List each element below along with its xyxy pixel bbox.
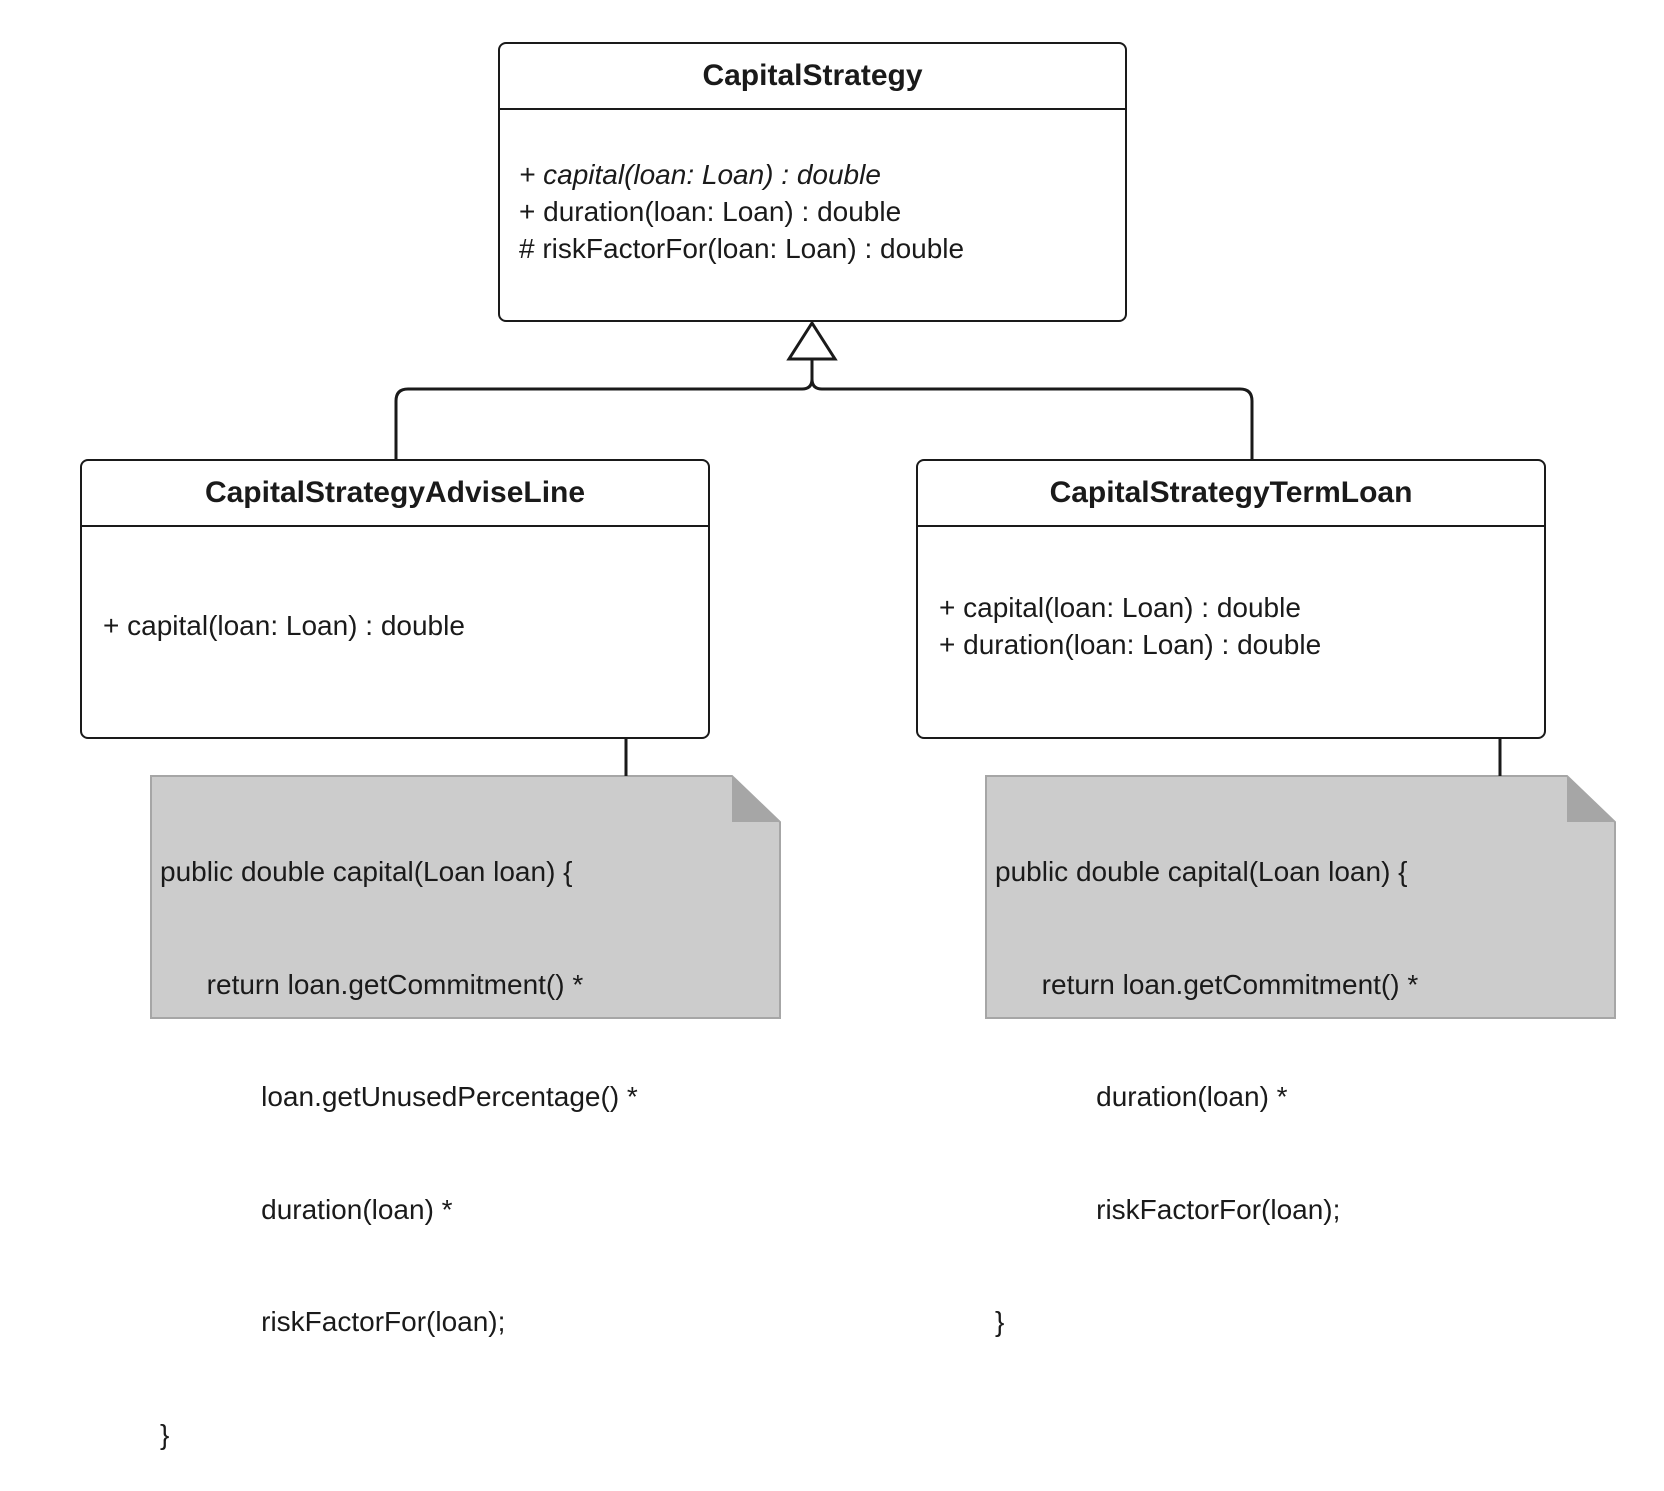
code-line: riskFactorFor(loan); bbox=[160, 1306, 506, 1337]
note-term-loan-code: public double capital(Loan loan) { retur… bbox=[995, 778, 1418, 1378]
class-capital-strategy-advise-line[interactable]: CapitalStrategyAdviseLine + capital(loan… bbox=[80, 459, 710, 739]
class-name: CapitalStrategyAdviseLine bbox=[82, 461, 708, 527]
method-capital: + capital(loan: Loan) : double bbox=[103, 610, 465, 641]
code-line: loan.getUnusedPercentage() * bbox=[160, 1081, 638, 1112]
note-term-loan-body bbox=[985, 775, 1616, 1019]
generalization-triangle bbox=[786, 320, 838, 361]
method-duration: + duration(loan: Loan) : double bbox=[519, 196, 902, 227]
method-list: + capital(loan: Loan) : double + duratio… bbox=[500, 110, 1125, 267]
note-advise-line-code: public double capital(Loan loan) { retur… bbox=[160, 778, 638, 1491]
code-line: return loan.getCommitment() * bbox=[995, 968, 1419, 1000]
note-term-loan-fold bbox=[1567, 776, 1615, 822]
class-name: CapitalStrategyTermLoan bbox=[918, 461, 1544, 527]
note-advise-line-fold bbox=[732, 776, 780, 822]
class-capital-strategy-term-loan[interactable]: CapitalStrategyTermLoan + capital(loan: … bbox=[916, 459, 1546, 739]
generalization-line-term-loan bbox=[810, 378, 1254, 459]
code-line: } bbox=[995, 1306, 1005, 1337]
note-term-loan bbox=[985, 775, 1616, 1019]
class-capital-strategy[interactable]: CapitalStrategy + capital(loan: Loan) : … bbox=[498, 42, 1127, 322]
method-risk-factor-for: # riskFactorFor(loan: Loan) : double bbox=[519, 233, 965, 264]
code-line: public double capital(Loan loan) { bbox=[160, 856, 573, 887]
note-advise-line bbox=[150, 775, 781, 1019]
generalization-line-advise-line bbox=[394, 359, 814, 459]
method-duration: + duration(loan: Loan) : double bbox=[939, 629, 1322, 660]
method-capital: + capital(loan: Loan) : double bbox=[939, 592, 1301, 623]
code-line: duration(loan) * bbox=[995, 1081, 1288, 1112]
method-capital: + capital(loan: Loan) : double bbox=[519, 159, 881, 190]
note-advise-line-body bbox=[150, 775, 781, 1019]
code-line: duration(loan) * bbox=[160, 1193, 453, 1225]
code-line: public double capital(Loan loan) { bbox=[995, 856, 1408, 887]
method-list: + capital(loan: Loan) : double + duratio… bbox=[918, 527, 1544, 663]
code-line: return loan.getCommitment() * bbox=[160, 968, 584, 1000]
code-line: riskFactorFor(loan); bbox=[995, 1193, 1341, 1225]
method-list: + capital(loan: Loan) : double bbox=[82, 527, 708, 644]
class-name: CapitalStrategy bbox=[500, 44, 1125, 110]
code-line: } bbox=[160, 1418, 170, 1450]
